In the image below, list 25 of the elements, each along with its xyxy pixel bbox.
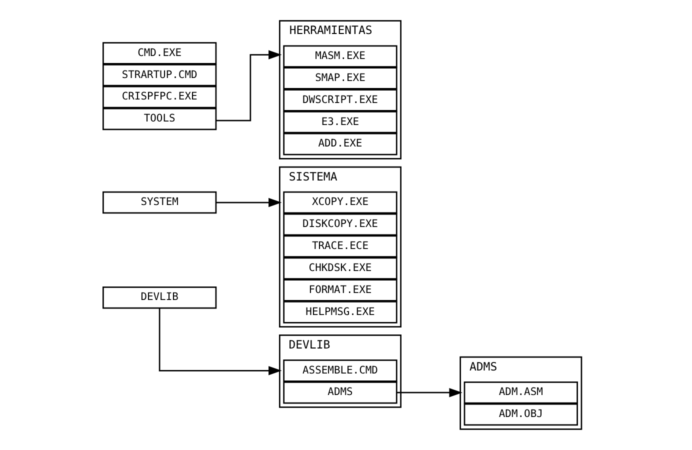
node-box: CRISPFPC.EXE	[102, 86, 216, 108]
node-box: TOOLS	[102, 108, 216, 130]
node-box: TRACE.ECE	[282, 235, 397, 258]
arrow	[216, 50, 282, 122]
node-box: DWSCRIPT.EXE	[282, 89, 397, 112]
node-box: ADD.EXE	[282, 132, 397, 156]
node-box: ADMS	[282, 382, 397, 404]
node-box: ADM.ASM	[463, 382, 578, 404]
node-box: MASM.EXE	[282, 45, 397, 68]
node-box: DISKCOPY.EXE	[282, 213, 397, 236]
arrow	[396, 388, 462, 398]
node-box: E3.EXE	[282, 111, 397, 134]
node-box: FORMAT.EXE	[282, 279, 397, 302]
node-box: ADM.OBJ	[463, 403, 578, 426]
node-box: SYSTEM	[102, 191, 216, 214]
node-box: SMAP.EXE	[282, 67, 397, 90]
arrow	[158, 308, 282, 376]
node-box: HELPMSG.EXE	[282, 301, 397, 324]
node-box: STRARTUP.CMD	[102, 64, 216, 86]
node-box: CHKDSK.EXE	[282, 257, 397, 280]
node-box: XCOPY.EXE	[282, 191, 397, 214]
node-box: CMD.EXE	[102, 42, 216, 64]
node-box: ASSEMBLE.CMD	[282, 360, 397, 382]
arrow	[216, 198, 282, 208]
node-box: DEVLIB	[102, 286, 216, 309]
